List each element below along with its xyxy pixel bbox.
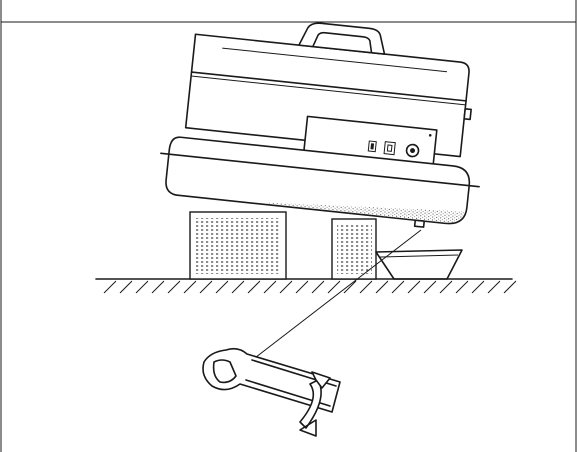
ground-hatch-mark (247, 280, 261, 294)
ground-hatch-icon (95, 278, 517, 294)
ground-hatch-mark (295, 280, 309, 294)
leader-line (233, 229, 422, 375)
ground-hatch-mark (455, 280, 469, 294)
ground-hatch-mark (199, 280, 213, 294)
drain-tray-icon (375, 249, 463, 280)
ground-hatch-mark (167, 280, 181, 294)
heater-body-icon (160, 22, 480, 228)
ground-hatch-mark (103, 280, 117, 294)
carry-handle-icon (298, 22, 386, 55)
ground-hatch-mark (423, 280, 437, 294)
ground-hatch-mark (391, 280, 405, 294)
support-block-right (331, 218, 377, 280)
ground-hatch-mark (119, 280, 133, 294)
ground-hatch-mark (343, 280, 357, 294)
ground-hatch-mark (215, 280, 229, 294)
ground-hatch-mark (471, 280, 485, 294)
ground-hatch-mark (263, 280, 277, 294)
ground-hatch-mark (151, 280, 165, 294)
ground-hatch-mark (183, 280, 197, 294)
ground-hatch-mark (375, 280, 389, 294)
support-block-left (189, 211, 287, 280)
ground-hatch-mark (327, 280, 341, 294)
rotation-arrow-icon (299, 371, 331, 437)
ground-hatch-mark (311, 280, 325, 294)
ground-hatch-mark (503, 280, 517, 294)
ground-hatch-mark (407, 280, 421, 294)
ground-hatch-mark (487, 280, 501, 294)
ground-hatch-mark (439, 280, 453, 294)
ground-hatch-mark (135, 280, 149, 294)
ground-hatch-mark (279, 280, 293, 294)
ground-hatch-mark (231, 280, 245, 294)
ground-hatch-mark (359, 280, 373, 294)
